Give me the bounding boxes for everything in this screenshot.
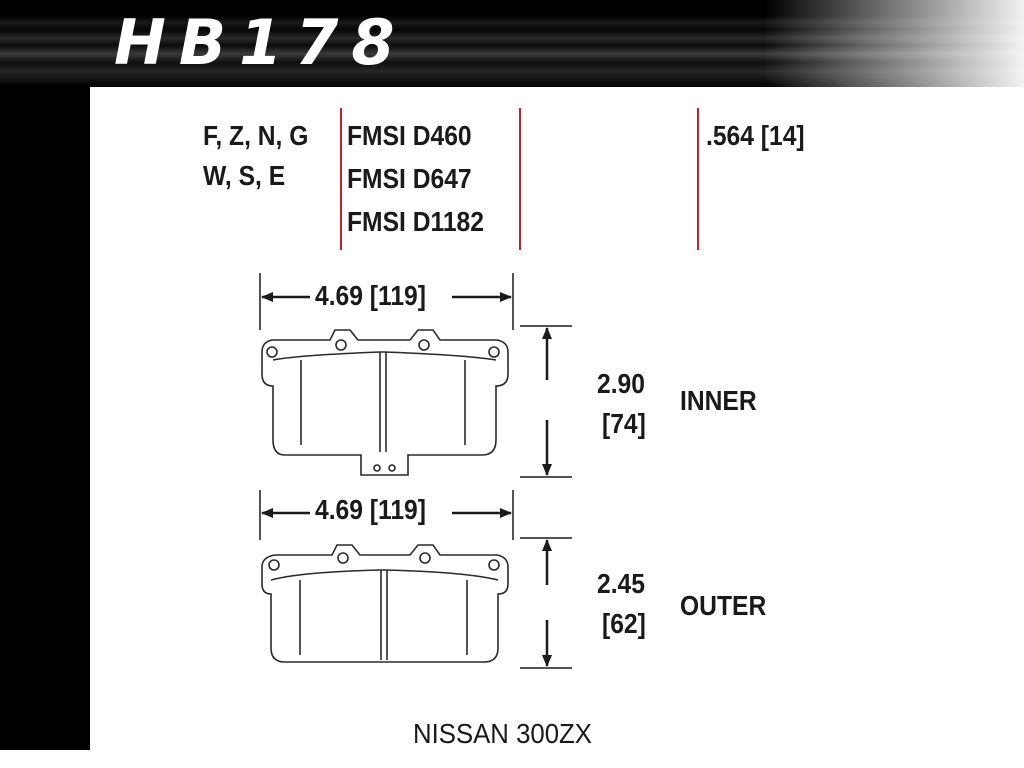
vehicle-application: NISSAN 300ZX <box>413 718 592 749</box>
inner-height-inches: 2.90 <box>597 368 645 399</box>
thickness-value: .564 [14] <box>706 120 805 151</box>
compound-codes-line1: F, Z, N, G <box>203 120 309 151</box>
fmsi-number-1: FMSI D460 <box>347 120 472 151</box>
divider-right <box>697 108 699 250</box>
outer-width-dimension <box>259 490 514 540</box>
inner-pad-outline <box>261 329 509 476</box>
inner-label: INNER <box>680 385 757 416</box>
divider-middle <box>519 108 521 250</box>
outer-height-mm: [62] <box>602 608 646 639</box>
fmsi-number-2: FMSI D647 <box>347 163 472 194</box>
header-fade <box>764 0 1024 87</box>
divider-left <box>340 108 342 250</box>
inner-width-dimension <box>259 273 514 330</box>
part-number: HB178 <box>114 6 408 79</box>
fmsi-number-3: FMSI D1182 <box>347 206 484 237</box>
inner-height-mm: [74] <box>602 408 646 439</box>
outer-height-inches: 2.45 <box>597 568 645 599</box>
inner-width-label: 4.69 [119] <box>315 280 426 311</box>
compound-codes-line2: W, S, E <box>203 160 286 191</box>
outer-width-label: 4.69 [119] <box>315 494 426 525</box>
outer-label: OUTER <box>680 590 767 621</box>
inner-height-dimension <box>520 325 572 478</box>
outer-height-dimension <box>520 537 572 669</box>
outer-pad-outline <box>261 544 509 663</box>
left-border-bar <box>0 87 90 750</box>
